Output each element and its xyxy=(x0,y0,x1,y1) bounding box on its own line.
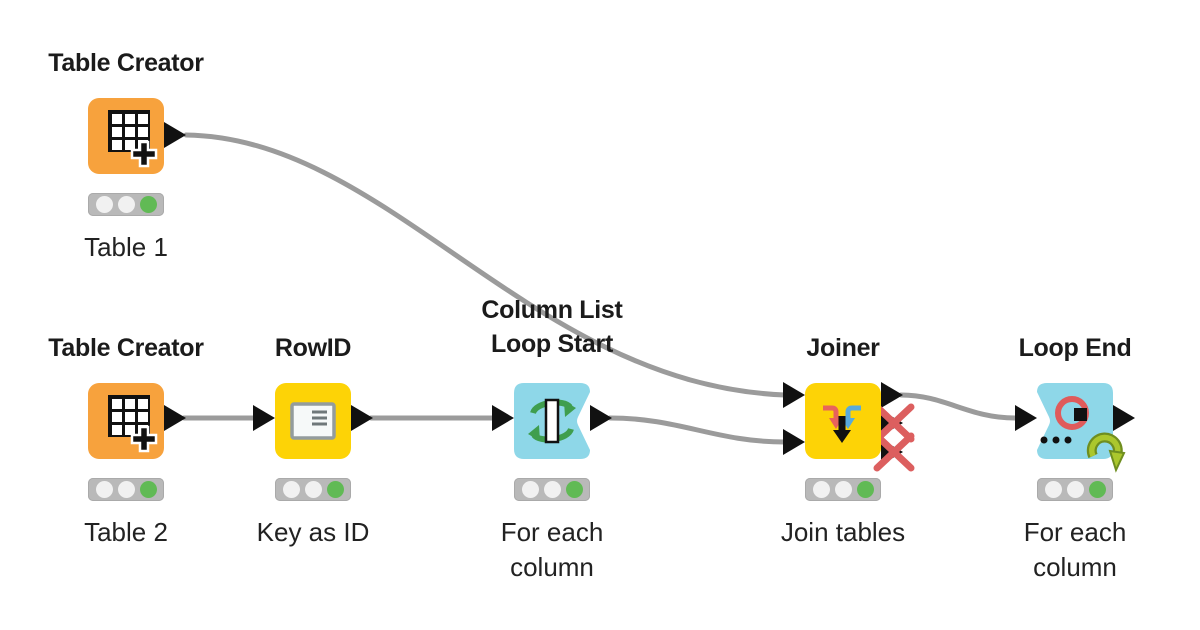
node-label: For each column xyxy=(1023,517,1127,582)
node-title: Table Creator xyxy=(48,334,204,362)
column-loop-icon xyxy=(528,398,576,444)
node-label: Table 2 xyxy=(84,517,168,547)
node-body-rowid[interactable] xyxy=(275,383,351,459)
wire-loopstart-to-joiner[interactable] xyxy=(607,415,788,445)
status-traffic-light xyxy=(275,478,351,501)
loop-refresh-icon xyxy=(1086,432,1126,473)
traffic-light-green xyxy=(565,481,583,498)
traffic-light-red xyxy=(282,481,300,498)
traffic-light-yellow xyxy=(834,481,852,498)
table-plus-icon xyxy=(108,110,158,168)
traffic-light-red xyxy=(95,481,113,498)
node-title: RowID xyxy=(274,334,352,362)
node-body-loop-start[interactable] xyxy=(514,383,590,459)
node-title: Joiner xyxy=(806,334,880,362)
status-traffic-light xyxy=(514,478,590,501)
status-traffic-light xyxy=(805,478,881,501)
input-port-rowid[interactable] xyxy=(253,405,275,431)
traffic-light-green xyxy=(856,481,874,498)
node-body-table-creator-1[interactable] xyxy=(88,98,164,174)
output-port-loopend[interactable] xyxy=(1113,405,1135,431)
node-title: Column List Loop Start xyxy=(481,296,623,358)
traffic-light-green xyxy=(139,481,157,498)
input-port-loopstart[interactable] xyxy=(492,405,514,431)
traffic-light-yellow xyxy=(1066,481,1084,498)
inactive-port-x-icon xyxy=(873,403,915,472)
node-body-loop-end[interactable] xyxy=(1037,383,1126,473)
traffic-light-green xyxy=(1088,481,1106,498)
traffic-light-red xyxy=(1044,481,1062,498)
wire-table1-to-joiner[interactable] xyxy=(183,132,788,398)
node-body-joiner[interactable] xyxy=(805,383,881,459)
node-label: Key as ID xyxy=(256,517,370,547)
traffic-light-green xyxy=(139,196,157,213)
output-port-loopstart[interactable] xyxy=(590,405,612,431)
traffic-light-red xyxy=(812,481,830,498)
node-label: Table 1 xyxy=(84,232,168,262)
traffic-light-yellow xyxy=(543,481,561,498)
status-traffic-light xyxy=(88,193,164,216)
traffic-light-yellow xyxy=(117,481,135,498)
input-port-joiner-2[interactable] xyxy=(783,429,805,455)
node-label: Join tables xyxy=(780,517,906,547)
rowid-card-icon xyxy=(290,402,336,440)
output-port-joiner-1[interactable] xyxy=(881,382,903,408)
traffic-light-green xyxy=(326,481,344,498)
traffic-light-red xyxy=(521,481,539,498)
traffic-light-yellow xyxy=(117,196,135,213)
output-port-rowid[interactable] xyxy=(351,405,373,431)
input-port-loopend[interactable] xyxy=(1015,405,1037,431)
join-arrows-icon xyxy=(823,405,861,443)
output-port-table1[interactable] xyxy=(164,122,186,148)
output-port-table2[interactable] xyxy=(164,405,186,431)
wire-joiner-to-loopend[interactable] xyxy=(898,392,1018,421)
traffic-light-yellow xyxy=(304,481,322,498)
traffic-light-red xyxy=(95,196,113,213)
loop-end-icon xyxy=(1040,396,1089,444)
node-title: Loop End xyxy=(1018,334,1132,362)
node-label: For each column xyxy=(500,517,604,582)
status-traffic-light xyxy=(1037,478,1113,501)
status-traffic-light xyxy=(88,478,164,501)
table-plus-icon xyxy=(108,395,158,453)
node-title: Table Creator xyxy=(48,49,204,77)
input-port-joiner-1[interactable] xyxy=(783,382,805,408)
node-body-table-creator-2[interactable] xyxy=(88,383,164,459)
